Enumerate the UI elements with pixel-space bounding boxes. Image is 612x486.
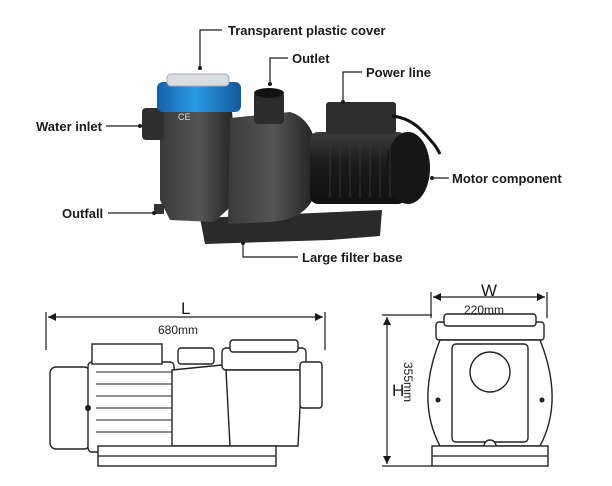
leaders — [106, 29, 449, 258]
dim-h-letter: H — [392, 381, 404, 400]
dim-w-letter: W — [481, 281, 497, 300]
dim-l-value: 680mm — [158, 323, 198, 337]
dim-h-value: 355mm — [401, 362, 415, 402]
side-view-drawing — [45, 312, 326, 467]
label-power-line: Power line — [366, 65, 431, 80]
power-cord — [391, 114, 442, 155]
drain-plug — [154, 204, 164, 214]
blue-lid — [157, 82, 241, 112]
lid-cap — [166, 73, 230, 87]
ce-mark: CE — [178, 112, 191, 122]
label-water-inlet: Water inlet — [36, 119, 103, 134]
label-filter-base: Large filter base — [302, 250, 402, 265]
motor-endcap — [386, 132, 430, 204]
inlet-pipe — [142, 108, 164, 140]
motor-body — [310, 132, 406, 204]
terminal-box — [326, 102, 396, 134]
front-view-drawing — [382, 292, 553, 467]
label-outfall: Outfall — [62, 206, 103, 221]
pump-photo: CE — [142, 73, 442, 244]
label-outlet: Outlet — [292, 51, 330, 66]
pump-housing — [228, 112, 319, 224]
label-motor-component: Motor component — [452, 171, 562, 186]
dim-w-value: 220mm — [464, 303, 504, 317]
outlet-mouth — [254, 88, 284, 98]
outlet-pipe — [254, 92, 284, 124]
strainer-pot — [160, 110, 238, 222]
label-transparent-cover: Transparent plastic cover — [228, 23, 386, 38]
dim-l-letter: L — [181, 299, 190, 318]
